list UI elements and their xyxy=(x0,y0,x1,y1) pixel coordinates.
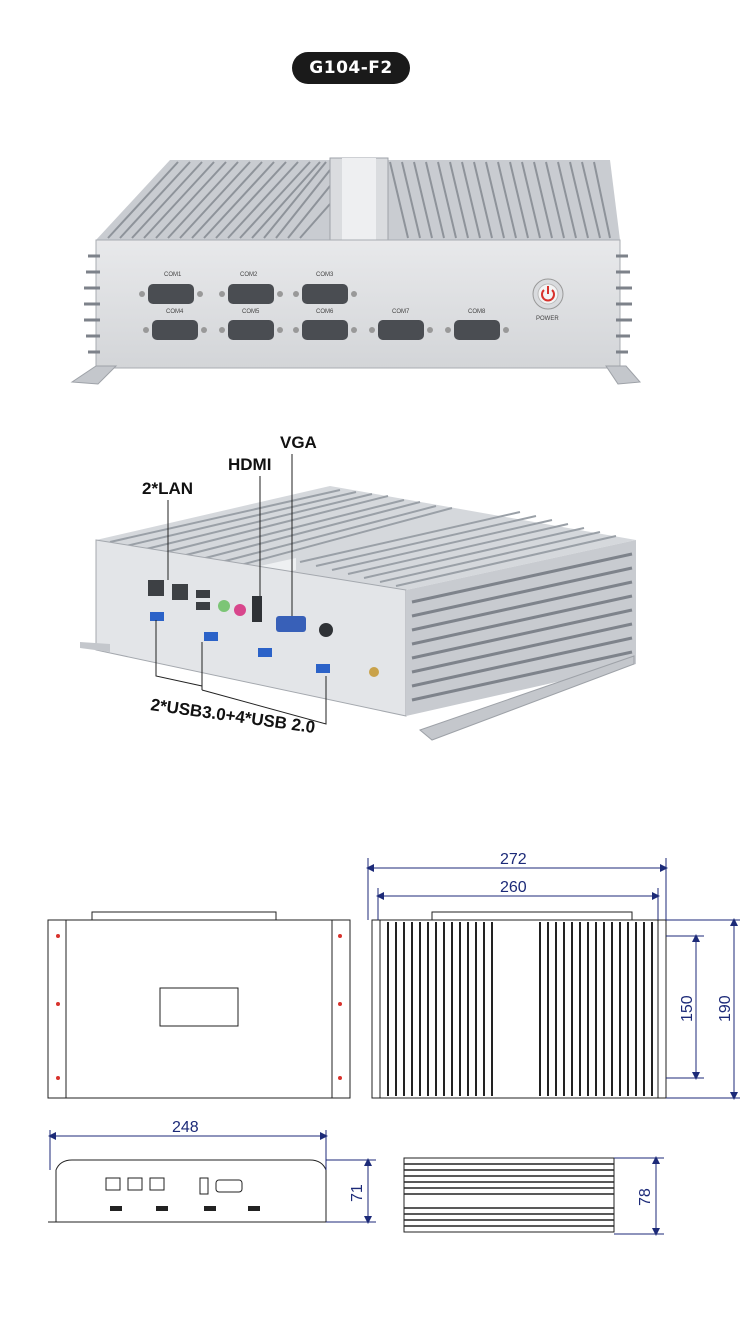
com-port xyxy=(369,320,433,340)
side-heatsink xyxy=(406,540,636,716)
bottom-view-drawing xyxy=(47,911,351,1099)
usb-port xyxy=(316,664,330,673)
top-view-fins xyxy=(387,922,653,1096)
com-port xyxy=(445,320,509,340)
com5-label: COM5 xyxy=(242,309,260,315)
line-out-jack xyxy=(218,600,230,612)
callout-usb: 2*USB3.0+4*USB 2.0 xyxy=(149,695,316,737)
com-port xyxy=(139,284,203,304)
callout-vga: VGA xyxy=(280,433,317,452)
com-port xyxy=(293,320,357,340)
rear-view-illustration: 2*LAN HDMI VGA 2*USB3.0+4*USB 2.0 xyxy=(80,433,636,741)
dim-side-view-height: 78 xyxy=(637,1188,654,1206)
com2-label: COM2 xyxy=(240,272,258,278)
dimension-drawings: 272 260 150 190 248 71 78 xyxy=(47,851,740,1236)
dim-side-height: 190 xyxy=(717,995,734,1022)
com4-label: COM4 xyxy=(166,309,184,315)
usb-port xyxy=(258,648,272,657)
ground-screw xyxy=(369,667,379,677)
side-fins-left xyxy=(84,254,100,354)
dim-top-width: 272 xyxy=(500,851,527,868)
top-heatsink-fins xyxy=(96,157,620,245)
side-fins-right xyxy=(616,254,632,354)
com1-label: COM1 xyxy=(164,272,182,278)
chassis-top xyxy=(96,486,636,590)
dim-top-inner-width: 260 xyxy=(500,879,527,896)
com-port xyxy=(219,284,283,304)
com-port xyxy=(143,320,207,340)
com7-label: COM7 xyxy=(392,309,410,315)
dim-front-height: 71 xyxy=(349,1184,366,1202)
com6-label: COM6 xyxy=(316,309,334,315)
dc-jack xyxy=(319,623,333,637)
mount-bracket-right xyxy=(605,365,642,385)
side-view-fins xyxy=(404,1163,614,1227)
com-ports xyxy=(139,284,509,340)
com-port xyxy=(219,320,283,340)
front-view-ports xyxy=(105,1177,243,1195)
front-view-illustration: COM1 COM2 COM3 COM4 COM5 COM6 COM7 COM8 … xyxy=(70,157,642,385)
front-view-usb xyxy=(110,1206,260,1211)
com3-label: COM3 xyxy=(316,272,334,278)
front-view-drawing xyxy=(48,1159,334,1223)
dim-side-inner-height: 150 xyxy=(679,995,696,1022)
top-view-drawing xyxy=(371,911,667,1099)
mount-bracket-left xyxy=(70,365,118,385)
com8-label: COM8 xyxy=(468,309,486,315)
side-view-drawing xyxy=(403,1157,615,1233)
power-button xyxy=(532,278,564,310)
callout-hdmi: HDMI xyxy=(228,455,271,474)
model-title: G104-F2 xyxy=(292,52,410,84)
vga-port xyxy=(276,616,306,632)
hdmi-port xyxy=(252,596,262,622)
usb3-port xyxy=(150,612,164,621)
lan-port xyxy=(172,584,188,600)
dim-front-width: 248 xyxy=(172,1119,199,1136)
com-port xyxy=(293,284,357,304)
usb3-port xyxy=(204,632,218,641)
callout-lan: 2*LAN xyxy=(142,479,193,498)
power-label: POWER xyxy=(536,316,559,322)
lan-port xyxy=(148,580,164,596)
usb-port xyxy=(196,602,210,610)
usb-port xyxy=(196,590,210,598)
mic-jack xyxy=(234,604,246,616)
